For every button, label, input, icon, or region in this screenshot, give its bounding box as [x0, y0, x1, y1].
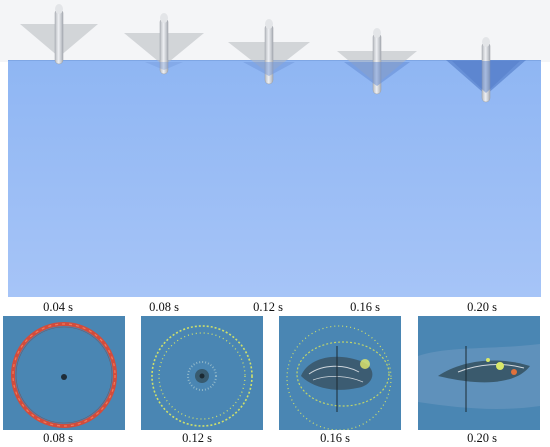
time-label-top-5: 0.20 s [467, 300, 497, 314]
time-label-top-4: 0.16 s [350, 300, 380, 314]
projectile-snapshot-1 [20, 4, 98, 65]
water-entry-scene [0, 0, 550, 297]
projectile-snapshot-5 [446, 37, 526, 103]
time-label-top-1: 0.04 s [43, 300, 73, 314]
time-label-top-3: 0.12 s [253, 300, 283, 314]
projectile-snapshot-3 [228, 19, 310, 85]
time-label-bottom-3: 0.16 s [320, 431, 350, 445]
water-region [8, 60, 541, 297]
projectile-snapshot-4 [337, 28, 417, 95]
time-label-bottom-1: 0.08 s [43, 431, 73, 445]
time-label-top-2: 0.08 s [149, 300, 179, 314]
surface-panel-3 [279, 316, 401, 430]
surface-panel-2 [141, 316, 263, 430]
time-label-bottom-4: 0.20 s [467, 431, 497, 445]
time-label-bottom-2: 0.12 s [182, 431, 212, 445]
surface-panel-1 [3, 316, 125, 430]
surface-panel-4 [418, 316, 540, 430]
projectile-snapshot-2 [124, 13, 204, 75]
